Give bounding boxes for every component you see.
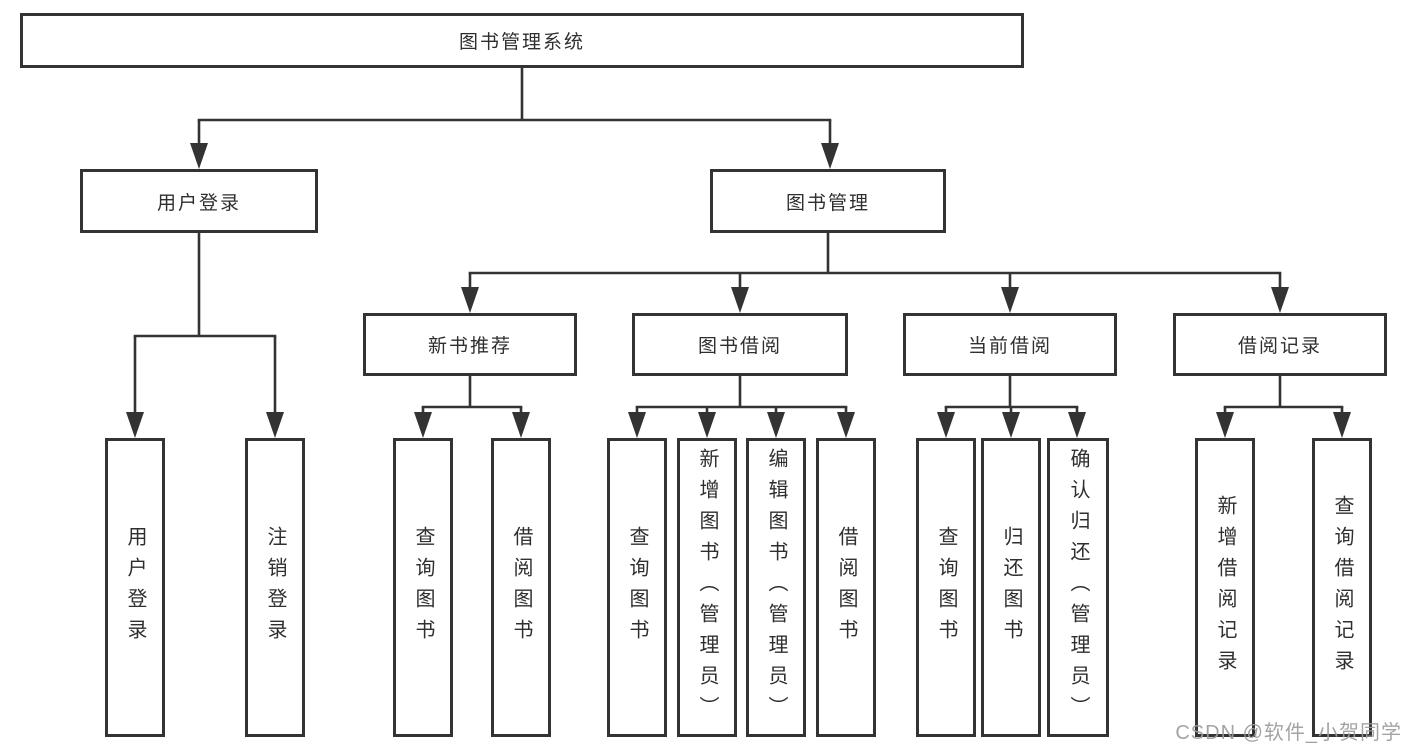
leaf-return-book: 归还图书 bbox=[981, 438, 1041, 737]
node-borrow-records: 借阅记录 bbox=[1173, 313, 1387, 376]
leaf-label: 查询图书 bbox=[626, 525, 648, 650]
leaf-label: 用户登录 bbox=[124, 525, 146, 650]
leaf-confirm-return-admin: 确认归还（管理员） bbox=[1047, 438, 1109, 737]
leaf-label: 编辑图书（管理员） bbox=[765, 448, 787, 727]
leaf-label: 查询图书 bbox=[412, 525, 434, 650]
leaf-borrow-books-2: 借阅图书 bbox=[816, 438, 876, 737]
leaf-label: 归还图书 bbox=[1000, 525, 1022, 650]
leaf-add-borrow-record: 新增借阅记录 bbox=[1195, 438, 1255, 737]
leaf-add-book-admin: 新增图书（管理员） bbox=[677, 438, 737, 737]
node-book-management: 图书管理 bbox=[710, 169, 946, 233]
leaf-logout: 注销登录 bbox=[245, 438, 305, 737]
leaf-label: 注销登录 bbox=[264, 525, 286, 650]
node-book-borrowing: 图书借阅 bbox=[632, 313, 848, 376]
node-current-borrowing: 当前借阅 bbox=[903, 313, 1117, 376]
leaf-label: 查询借阅记录 bbox=[1331, 494, 1353, 681]
node-library-management-system: 图书管理系统 bbox=[20, 13, 1024, 68]
node-label: 图书管理 bbox=[785, 192, 870, 214]
leaf-query-books-3: 查询图书 bbox=[916, 438, 976, 737]
leaf-label: 新增图书（管理员） bbox=[696, 448, 718, 727]
node-new-book-recommend: 新书推荐 bbox=[363, 313, 577, 376]
node-label: 借阅记录 bbox=[1237, 336, 1322, 357]
leaf-borrow-books-1: 借阅图书 bbox=[491, 438, 551, 737]
node-label: 图书管理系统 bbox=[458, 32, 585, 53]
node-user-login: 用户登录 bbox=[80, 169, 318, 233]
node-label: 图书借阅 bbox=[697, 336, 782, 357]
leaf-label: 借阅图书 bbox=[835, 525, 857, 650]
csdn-watermark: CSDN @软件_小贺同学 bbox=[1175, 722, 1402, 744]
leaf-edit-book-admin: 编辑图书（管理员） bbox=[746, 438, 806, 737]
leaf-label: 确认归还（管理员） bbox=[1067, 448, 1089, 727]
leaf-query-books-1: 查询图书 bbox=[393, 438, 453, 737]
leaf-query-borrow-record: 查询借阅记录 bbox=[1312, 438, 1372, 737]
leaf-user-login: 用户登录 bbox=[105, 438, 165, 737]
node-label: 用户登录 bbox=[156, 192, 241, 214]
leaf-query-books-2: 查询图书 bbox=[607, 438, 667, 737]
leaf-label: 新增借阅记录 bbox=[1214, 494, 1236, 681]
node-label: 新书推荐 bbox=[427, 336, 512, 357]
leaf-label: 借阅图书 bbox=[510, 525, 532, 650]
arrowheads bbox=[126, 143, 1351, 438]
node-label: 当前借阅 bbox=[967, 336, 1052, 357]
leaf-label: 查询图书 bbox=[935, 525, 957, 650]
